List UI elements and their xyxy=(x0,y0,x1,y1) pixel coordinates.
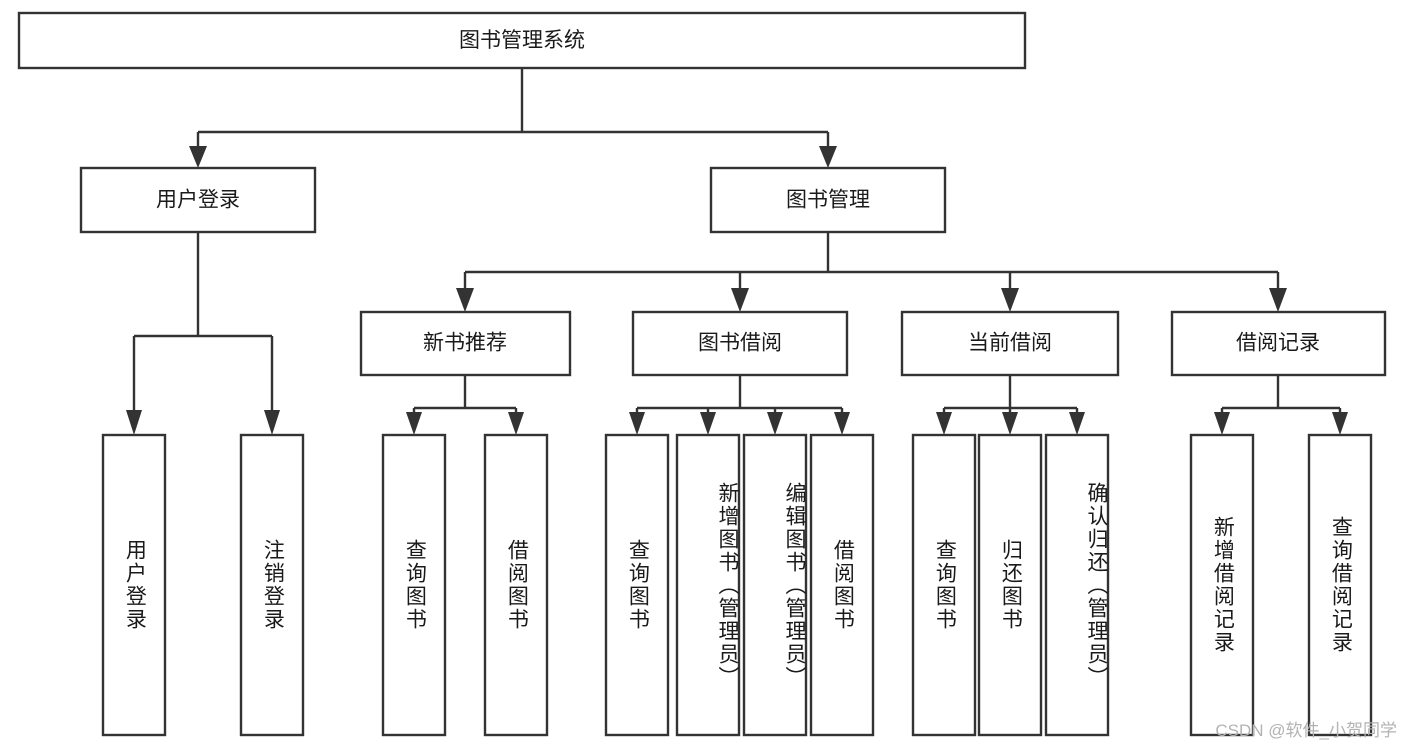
node-label-new-book-recommend: 新书推荐 xyxy=(423,332,507,355)
leaf-box-book-borrow-1[interactable] xyxy=(604,433,670,737)
arrow-head-leaf-newbook-1 xyxy=(406,412,422,435)
connector-group-user-login xyxy=(126,232,280,435)
connector-group-new-book xyxy=(406,375,524,435)
arrow-head-leaf-user-login-2 xyxy=(264,410,280,435)
arrow-head-leaf-currentborrow-3 xyxy=(1069,412,1085,435)
csdn-watermark: CSDN @软件_小贺同学 xyxy=(1215,721,1397,740)
leaf-box-book-borrow-2[interactable] xyxy=(675,433,741,737)
node-box-new-book-recommend[interactable] xyxy=(359,310,572,377)
node-box-book-borrow[interactable] xyxy=(631,310,849,377)
connector-group-current-borrow xyxy=(936,375,1085,435)
node-box-book-manage[interactable] xyxy=(709,166,947,234)
arrow-head-leaf-bookborrow-3 xyxy=(767,412,783,435)
node-box-user-login[interactable] xyxy=(79,166,317,234)
node-label-book-manage: 图书管理 xyxy=(786,189,870,212)
connector-group-book-borrow xyxy=(629,375,850,435)
node-box-root[interactable] xyxy=(17,11,1027,70)
arrow-head-leaf-newbook-2 xyxy=(508,412,524,435)
leaf-box-new-book-1[interactable] xyxy=(381,433,447,737)
node-label-root: 图书管理系统 xyxy=(459,29,585,52)
arrow-head-to-book-manage xyxy=(819,146,837,168)
leaf-box-user-login-2[interactable] xyxy=(239,433,305,737)
connector-group-borrow-record xyxy=(1214,375,1348,435)
node-box-borrow-record[interactable] xyxy=(1170,310,1387,377)
node-label-book-borrow: 图书借阅 xyxy=(698,332,782,355)
arrow-head-leaf-user-login-1 xyxy=(126,410,142,435)
node-label-user-login: 用户登录 xyxy=(156,189,240,212)
connector-group-book-manage xyxy=(456,232,1287,312)
arrow-head-leaf-bookborrow-1 xyxy=(629,412,645,435)
arrow-head-to-borrow-record xyxy=(1269,288,1287,312)
arrow-head-leaf-bookborrow-2 xyxy=(700,412,716,435)
arrow-head-leaf-currentborrow-1 xyxy=(936,412,952,435)
arrow-head-to-current-borrow xyxy=(1001,288,1019,312)
arrow-head-to-book-borrow xyxy=(731,288,749,312)
arrow-head-to-new-book xyxy=(456,288,474,312)
arrow-head-leaf-currentborrow-2 xyxy=(1002,412,1018,435)
node-box-current-borrow[interactable] xyxy=(900,310,1120,377)
leaf-box-borrow-record-1[interactable] xyxy=(1189,433,1255,737)
arrow-head-leaf-borrowrecord-2 xyxy=(1332,412,1348,435)
node-label-current-borrow: 当前借阅 xyxy=(968,332,1052,355)
leaf-box-borrow-record-2[interactable] xyxy=(1307,433,1373,737)
leaf-box-current-borrow-1[interactable] xyxy=(911,433,977,737)
connector-group-root xyxy=(189,68,837,168)
arrow-head-leaf-bookborrow-4 xyxy=(834,412,850,435)
arrow-head-leaf-borrowrecord-1 xyxy=(1214,412,1230,435)
leaf-box-new-book-2[interactable] xyxy=(483,433,549,737)
leaf-box-current-borrow-2[interactable] xyxy=(977,433,1043,737)
leaf-box-user-login-1[interactable] xyxy=(101,433,167,737)
leaf-box-current-borrow-3[interactable] xyxy=(1044,433,1110,737)
leaf-box-book-borrow-3[interactable] xyxy=(742,433,808,737)
node-label-borrow-record: 借阅记录 xyxy=(1236,332,1320,355)
leaf-box-book-borrow-4[interactable] xyxy=(809,433,875,737)
arrow-head-to-user-login xyxy=(189,146,207,168)
